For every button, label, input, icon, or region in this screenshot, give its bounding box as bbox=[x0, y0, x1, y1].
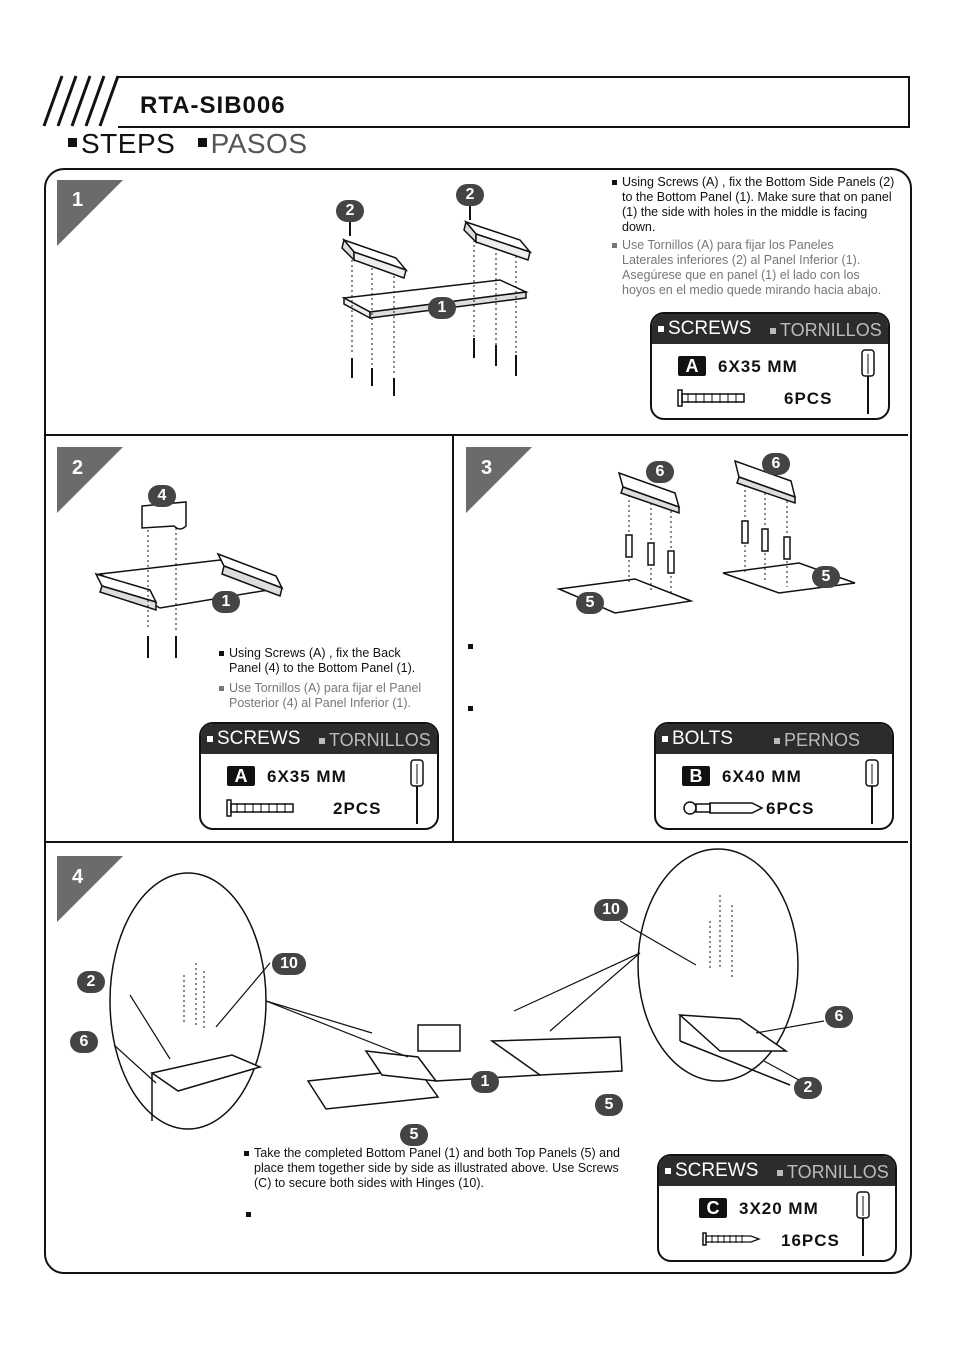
step2-instructions-en: Using Screws (A) , fix the Back Panel (4… bbox=[219, 646, 434, 676]
bullet bbox=[246, 1212, 251, 1217]
hardware-size: 6X35 MM bbox=[718, 357, 798, 376]
part-callout: 5 bbox=[400, 1124, 428, 1146]
model-number: RTA-SIB006 bbox=[140, 92, 286, 119]
part-callout: 5 bbox=[812, 566, 840, 588]
hardware-size: 3X20 MM bbox=[739, 1199, 819, 1218]
hardware-size: 6X35 MM bbox=[267, 767, 347, 786]
step-number: 1 bbox=[72, 189, 84, 211]
step-tab bbox=[57, 180, 123, 246]
step1-instructions-en: Using Screws (A) , fix the Bottom Side P… bbox=[612, 175, 897, 235]
step-tab bbox=[466, 447, 532, 513]
part-callout: 2 bbox=[77, 971, 105, 993]
part-callout: 1 bbox=[212, 591, 240, 613]
part-callout: 6 bbox=[825, 1006, 853, 1028]
hardware-quantity: 6PCS bbox=[766, 799, 815, 818]
part-callout: 6 bbox=[70, 1031, 98, 1053]
screw-icon bbox=[702, 1232, 761, 1246]
part-callout: 5 bbox=[595, 1094, 623, 1116]
part-callout: 5 bbox=[576, 592, 604, 614]
screwdriver-icon bbox=[861, 349, 875, 414]
part-callout: 1 bbox=[428, 297, 456, 319]
part-callout: 4 bbox=[148, 485, 176, 507]
screwdriver-icon bbox=[410, 759, 424, 824]
step-tab bbox=[57, 447, 123, 513]
part-callout: 2 bbox=[336, 200, 364, 222]
step1-instructions-es: Use Tornillos (A) para fijar los Paneles… bbox=[612, 238, 882, 298]
step1-illustration bbox=[341, 202, 533, 396]
bullet bbox=[468, 644, 473, 649]
hardware-letter: A bbox=[678, 356, 706, 376]
instructions-frame bbox=[44, 168, 912, 1274]
part-callout: 10 bbox=[272, 953, 306, 975]
part-callout: 6 bbox=[762, 453, 790, 475]
step-number: 2 bbox=[72, 457, 84, 479]
screwdriver-icon bbox=[865, 759, 879, 824]
steps-label-es: PASOS bbox=[210, 128, 308, 159]
part-callout: 1 bbox=[471, 1071, 499, 1093]
hardware-quantity: 16PCS bbox=[781, 1231, 840, 1250]
divider bbox=[46, 434, 908, 436]
divider bbox=[46, 841, 908, 843]
bullet bbox=[468, 706, 473, 711]
divider bbox=[452, 435, 454, 842]
bolt-icon bbox=[683, 801, 764, 815]
steps-label-en: STEPS bbox=[81, 128, 176, 159]
step4-illustration bbox=[109, 848, 825, 1130]
step-tab bbox=[57, 856, 123, 922]
hardware-letter: C bbox=[699, 1198, 727, 1218]
step-number: 4 bbox=[72, 866, 84, 888]
part-callout: 10 bbox=[594, 899, 628, 921]
steps-heading: STEPS PASOS bbox=[68, 128, 308, 160]
hardware-letter: B bbox=[682, 766, 710, 786]
header-stripes-graphic bbox=[42, 75, 120, 127]
part-callout: 6 bbox=[646, 461, 674, 483]
hardware-letter: A bbox=[227, 766, 255, 786]
step2-instructions-es: Use Tornillos (A) para fijar el Panel Po… bbox=[219, 681, 434, 711]
part-callout: 2 bbox=[794, 1077, 822, 1099]
hardware-quantity: 6PCS bbox=[784, 389, 833, 408]
step-number: 3 bbox=[481, 457, 493, 479]
hardware-size: 6X40 MM bbox=[722, 767, 802, 786]
step2-illustration bbox=[94, 501, 284, 658]
title-bar bbox=[118, 76, 910, 128]
screw-icon bbox=[226, 799, 294, 817]
hardware-quantity: 2PCS bbox=[333, 799, 382, 818]
step4-instructions-en: Take the completed Bottom Panel (1) and … bbox=[244, 1146, 624, 1191]
part-callout: 2 bbox=[456, 184, 484, 206]
screw-icon bbox=[677, 389, 745, 407]
screwdriver-icon bbox=[856, 1191, 870, 1256]
